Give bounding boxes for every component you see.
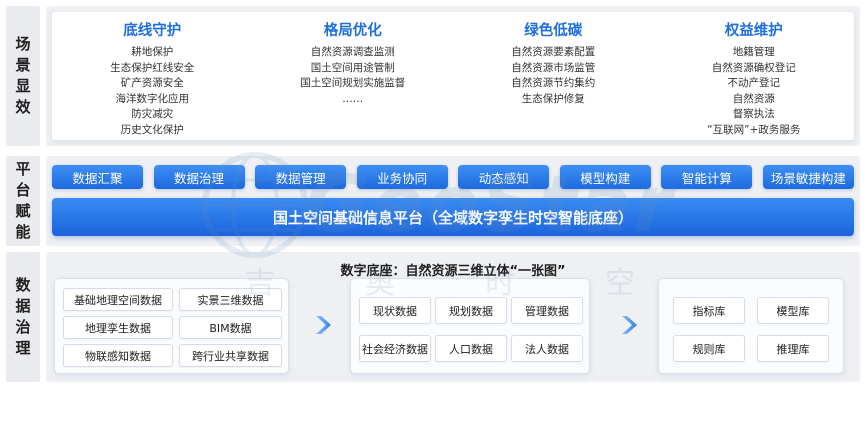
core-data-cell: 法人数据 <box>511 335 583 362</box>
source-data-cell: 地理孪生数据 <box>63 316 173 339</box>
scenario-item: 历史文化保护 <box>120 123 184 136</box>
row-label-char: 效 <box>15 98 31 116</box>
scenario-item: 耕地保护 <box>131 46 174 58</box>
scenario-title: 底线守护 <box>123 23 182 39</box>
scenario-item: 自然资源调查监测 <box>310 46 395 58</box>
library-group: 指标库 模型库 规则库 推理库 <box>658 278 844 374</box>
source-data-cell: 实景三维数据 <box>179 288 282 311</box>
scenario-column-rights: 权益维护 地籍管理 自然资源确权登记 不动产登记 自然资源 督察执法 “互联网”… <box>654 12 855 140</box>
scenario-item: 国土空间用途管制 <box>310 61 395 74</box>
row-label-scenario: 场 景 显 效 <box>6 6 40 146</box>
scenario-item: 矿产资源安全 <box>120 77 184 89</box>
scenario-item: 不动产登记 <box>727 77 781 89</box>
platform-panel: 数据汇聚 数据治理 数据管理 业务协同 动态感知 模型构建 智能计算 场景敏捷构… <box>46 156 860 246</box>
scenario-item: 地籍管理 <box>732 46 775 58</box>
scenario-title: 格局优化 <box>323 23 382 39</box>
data-panel: 数字底座：自然资源三维立体“一张图” 基础地理空间数据 实景三维数据 地理孪生数… <box>46 252 860 382</box>
scenario-item: 自然资源要素配置 <box>511 46 596 58</box>
scenario-item: 自然资源 <box>732 92 775 105</box>
source-data-cell: BIM数据 <box>179 316 282 339</box>
row-label-char: 能 <box>15 223 31 241</box>
scenario-column-bottom-line: 底线守护 耕地保护 生态保护红线安全 矿产资源安全 海洋数字化应用 防灾减灾 历… <box>52 12 253 140</box>
scenario-panel: 底线守护 耕地保护 生态保护红线安全 矿产资源安全 海洋数字化应用 防灾减灾 历… <box>46 6 860 146</box>
row-label-char: 台 <box>15 181 31 199</box>
scenario-item: “互联网”+政务服务 <box>707 123 801 136</box>
scenario-item: 自然资源节约集约 <box>511 77 596 89</box>
library-cell: 推理库 <box>757 335 829 362</box>
scenario-column-green: 绿色低碳 自然资源要素配置 自然资源市场监管 自然资源节约集约 生态保护修复 <box>453 12 654 140</box>
scenario-item: 海洋数字化应用 <box>115 92 190 105</box>
core-data-cell: 管理数据 <box>511 297 583 324</box>
core-data-group: 现状数据 规划数据 管理数据 社会经济数据 人口数据 法人数据 <box>350 278 590 374</box>
scenario-item: 国土空间规划实施监督 <box>300 77 406 89</box>
capability-chip: 业务协同 <box>356 165 448 189</box>
row-label-char: 显 <box>15 77 31 95</box>
capability-chip: 场景敏捷构建 <box>762 165 854 189</box>
core-data-cell: 规划数据 <box>435 297 507 324</box>
source-data-cell: 基础地理空间数据 <box>63 288 173 311</box>
scenario-item: 防灾减灾 <box>131 108 174 120</box>
row-label-data: 数 据 治 理 <box>6 252 40 382</box>
chevron-right-icon <box>316 316 331 334</box>
scenario-item: 自然资源确权登记 <box>711 61 796 74</box>
row-label-char: 景 <box>15 56 31 74</box>
scenario-card: 底线守护 耕地保护 生态保护红线安全 矿产资源安全 海洋数字化应用 防灾减灾 历… <box>52 12 854 140</box>
row-label-char: 治 <box>15 318 31 336</box>
library-cell: 模型库 <box>757 297 829 324</box>
source-data-group: 基础地理空间数据 实景三维数据 地理孪生数据 BIM数据 物联感知数据 跨行业共… <box>54 278 289 374</box>
capability-chip: 模型构建 <box>559 165 651 189</box>
scenario-title: 绿色低碳 <box>524 23 583 39</box>
row-label-char: 场 <box>15 35 31 53</box>
scenario-item: 生态保护红线安全 <box>110 61 195 74</box>
scenario-item: 生态保护修复 <box>521 92 585 105</box>
scenario-column-pattern: 格局优化 自然资源调查监测 国土空间用途管制 国土空间规划实施监督 …… <box>253 12 454 140</box>
scenario-item: …… <box>342 92 364 105</box>
capability-chip: 数据汇聚 <box>52 165 143 189</box>
library-cell: 规则库 <box>673 335 745 362</box>
row-label-platform: 平 台 赋 能 <box>6 156 40 246</box>
capability-chip-row: 数据汇聚 数据治理 数据管理 业务协同 动态感知 模型构建 智能计算 场景敏捷构… <box>52 165 854 189</box>
row-label-char: 数 <box>15 276 31 294</box>
source-data-cell: 跨行业共享数据 <box>179 344 282 367</box>
chevron-right-icon <box>622 316 637 334</box>
row-label-char: 理 <box>15 339 31 357</box>
row-label-char: 平 <box>15 160 31 178</box>
source-data-cell: 物联感知数据 <box>63 344 173 367</box>
scenario-item: 自然资源市场监管 <box>511 61 596 74</box>
row-label-char: 赋 <box>15 202 31 220</box>
capability-chip: 动态感知 <box>458 165 550 189</box>
core-data-cell: 现状数据 <box>359 297 431 324</box>
row-label-char: 据 <box>15 297 31 315</box>
platform-bar: 国土空间基础信息平台（全域数字孪生时空智能底座） <box>52 198 854 236</box>
scenario-title: 权益维护 <box>724 23 783 39</box>
data-title: 数字底座：自然资源三维立体“一张图” <box>340 264 566 279</box>
capability-chip: 数据治理 <box>153 165 245 189</box>
capability-chip: 数据管理 <box>255 165 347 189</box>
library-cell: 指标库 <box>673 297 745 324</box>
scenario-item: 督察执法 <box>732 108 775 120</box>
core-data-cell: 社会经济数据 <box>359 335 431 362</box>
capability-chip: 智能计算 <box>661 165 753 189</box>
core-data-cell: 人口数据 <box>435 335 507 362</box>
